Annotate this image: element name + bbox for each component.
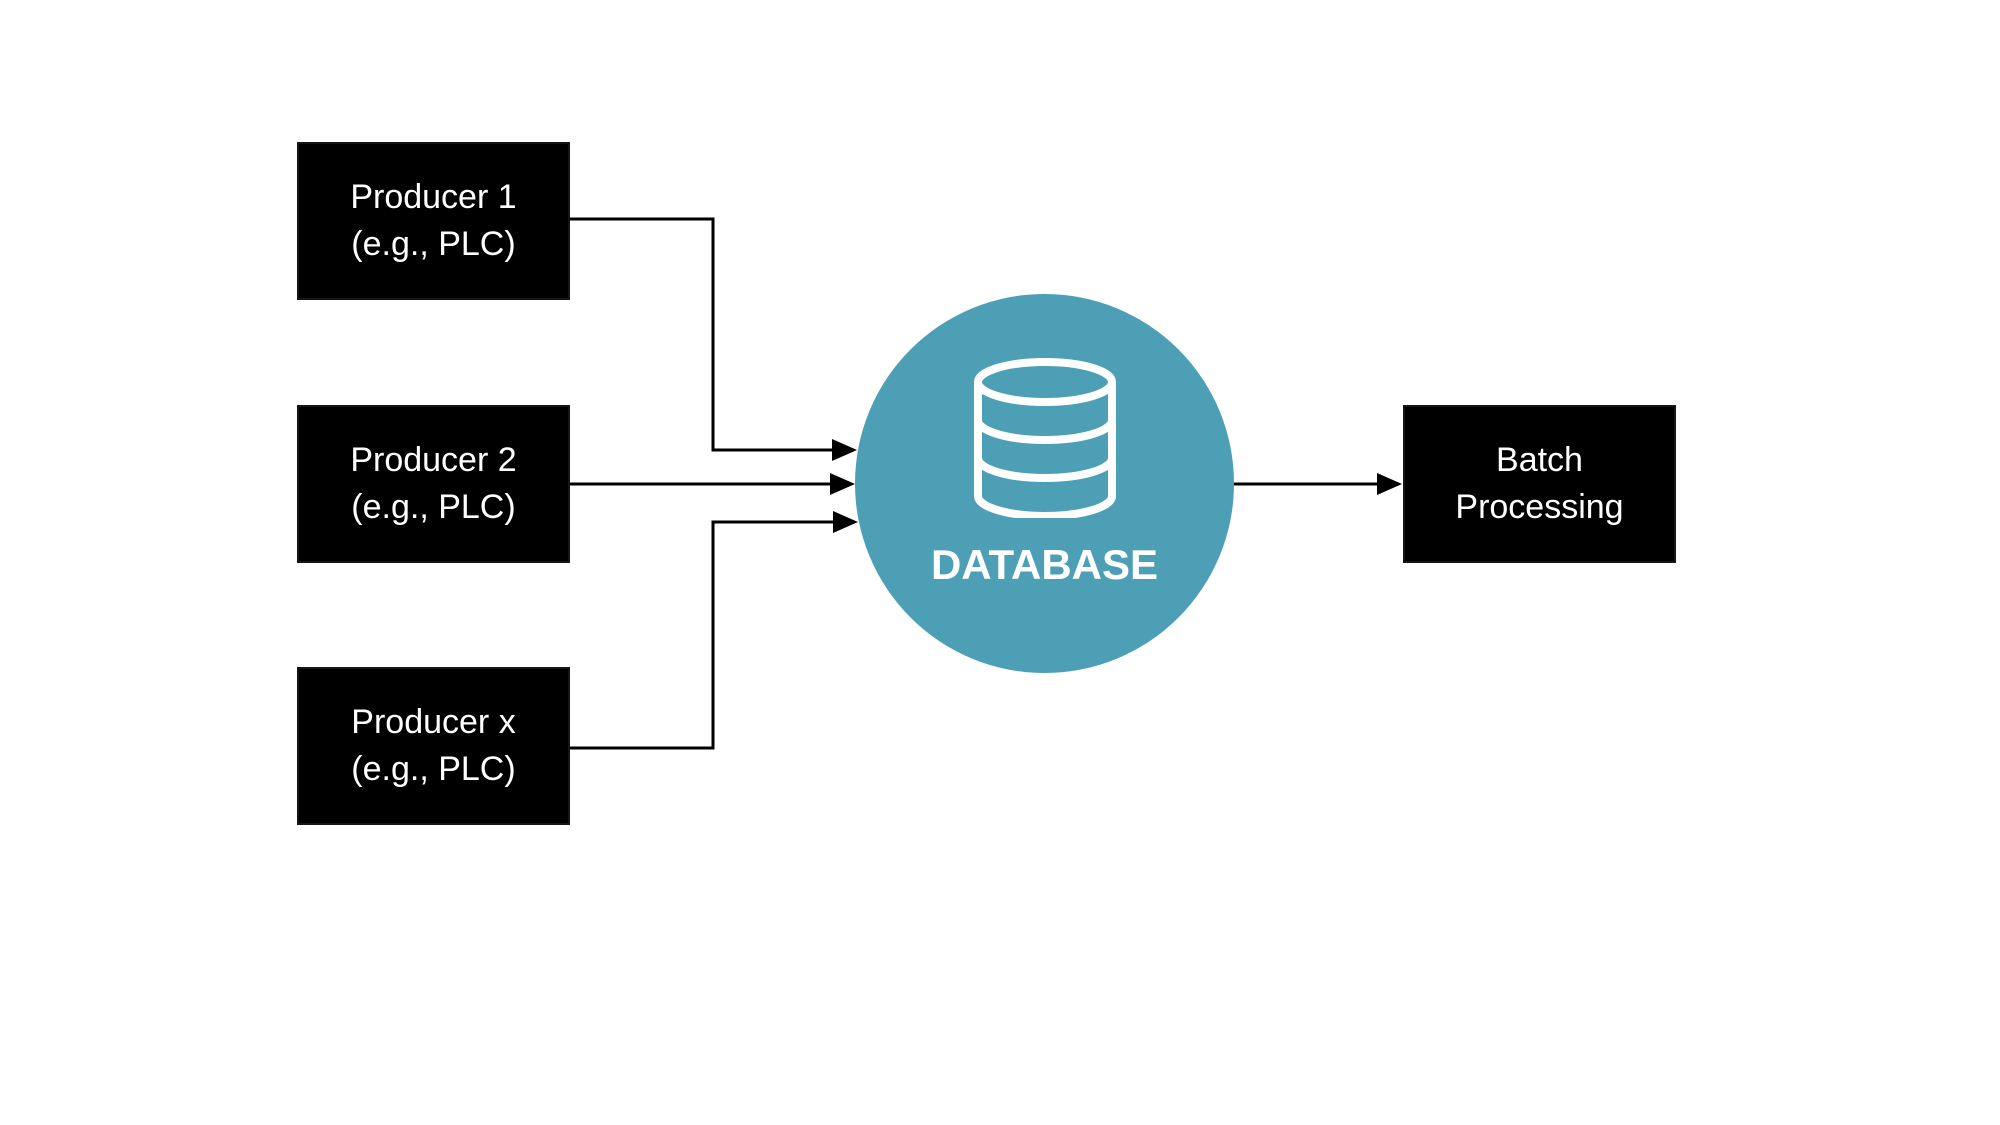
node-producer-x[interactable]: Producer x (e.g., PLC) — [297, 667, 570, 825]
connector-producer1-database — [570, 217, 857, 461]
node-title: Batch — [1496, 441, 1583, 479]
node-producer-2[interactable]: Producer 2 (e.g., PLC) — [297, 405, 570, 563]
node-subtitle: (e.g., PLC) — [351, 750, 516, 788]
arrowhead-icon — [833, 511, 858, 533]
database-cylinder-icon — [970, 358, 1120, 518]
connector-producerx-database — [570, 511, 858, 750]
connector-producer2-database — [570, 473, 855, 495]
node-subtitle: (e.g., PLC) — [351, 488, 516, 526]
arrowhead-icon — [832, 439, 857, 461]
node-subtitle: (e.g., PLC) — [351, 225, 516, 263]
arrowhead-icon — [1377, 473, 1402, 495]
database-label: DATABASE — [930, 541, 1159, 588]
node-producer-1[interactable]: Producer 1 (e.g., PLC) — [297, 142, 570, 300]
node-batch-processing[interactable]: Batch Processing — [1403, 405, 1676, 563]
node-title: Producer x — [351, 703, 516, 741]
node-title: Producer 1 — [350, 178, 517, 216]
node-title: Producer 2 — [350, 441, 517, 479]
connector-database-batch — [1233, 473, 1402, 495]
node-subtitle: Processing — [1455, 488, 1624, 526]
arrowhead-icon — [830, 473, 855, 495]
node-database[interactable]: DATABASE — [855, 294, 1234, 673]
